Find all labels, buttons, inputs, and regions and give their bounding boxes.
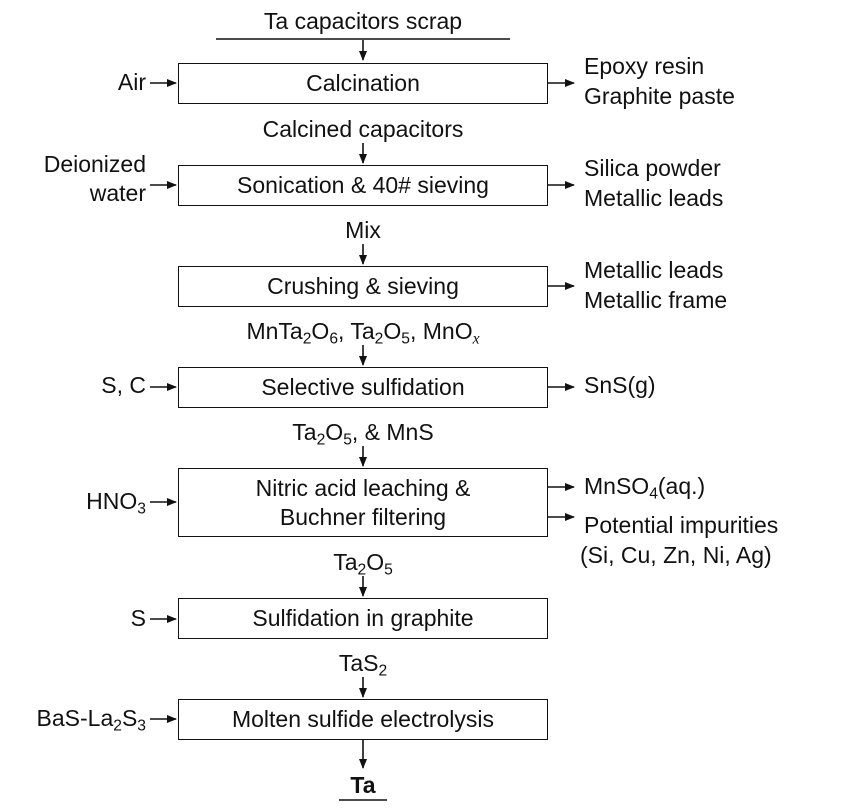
input-deionized-line2: water — [89, 180, 146, 206]
input-title: Ta capacitors scrap — [263, 8, 463, 34]
step-calcination: Calcination — [178, 63, 548, 104]
output-metallic-leads-1: Metallic leads — [584, 185, 724, 211]
output-title-ta: Ta — [350, 772, 376, 798]
input-bas-la2s3: BaS-La2S3 — [36, 705, 146, 735]
step-leaching-line1: Nitric acid leaching & — [255, 474, 471, 501]
step-leaching-line2: Buchner filtering — [279, 503, 447, 530]
input-deionized-line1: Deionized — [43, 151, 146, 177]
output-impurities-list: (Si, Cu, Zn, Ni, Ag) — [580, 542, 772, 568]
output-mnso4: MnSO4(aq.) — [584, 473, 706, 503]
output-metallic-leads-2: Metallic leads — [584, 257, 724, 283]
input-s-c: S, C — [101, 372, 146, 398]
step-selective-sulfidation: Selective sulfidation — [178, 367, 548, 408]
output-graphite-paste: Graphite paste — [584, 83, 735, 109]
intermediate-tas2: TaS2 — [338, 650, 388, 680]
input-hno3: HNO3 — [86, 488, 146, 518]
step-crushing-sieving: Crushing & sieving — [178, 266, 548, 307]
input-s: S — [130, 605, 146, 631]
intermediate-mnta2o6-ta2o5-mnox: MnTa2O6, Ta2O5, MnOx — [246, 318, 480, 348]
output-silica-powder: Silica powder — [584, 155, 721, 181]
output-epoxy-resin: Epoxy resin — [584, 53, 705, 79]
step-sonication-sieving: Sonication & 40# sieving — [178, 165, 548, 206]
step-electrolysis: Molten sulfide electrolysis — [178, 699, 548, 740]
output-sns: SnS(g) — [584, 372, 656, 398]
intermediate-ta2o5-mns: Ta2O5, & MnS — [292, 419, 434, 449]
step-leaching-filtering: Nitric acid leaching & Buchner filtering — [178, 468, 548, 537]
input-air: Air — [117, 69, 146, 95]
step-graphite-sulfidation: Sulfidation in graphite — [178, 598, 548, 639]
intermediate-calcined-capacitors: Calcined capacitors — [262, 116, 464, 142]
output-potential-impurities: Potential impurities — [584, 512, 779, 538]
intermediate-mix: Mix — [345, 217, 381, 243]
intermediate-ta2o5: Ta2O5 — [333, 549, 393, 579]
output-metallic-frame: Metallic frame — [584, 287, 728, 313]
